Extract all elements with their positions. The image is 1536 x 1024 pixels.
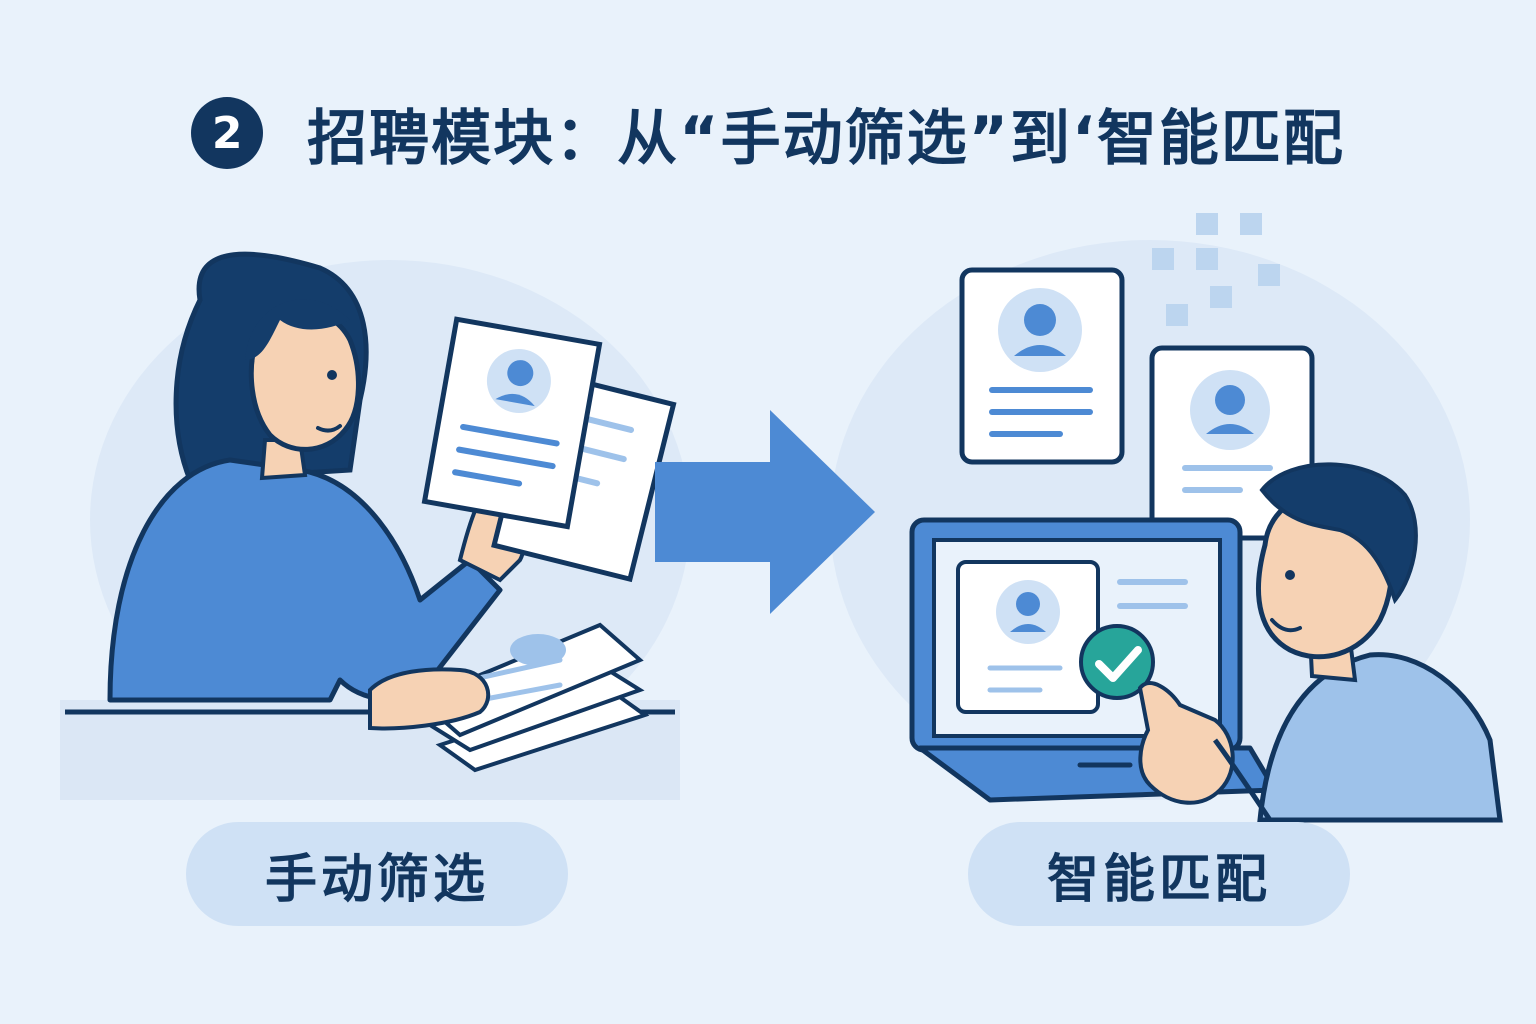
woman-figure <box>107 251 527 703</box>
step-number-badge: 2 <box>191 97 264 169</box>
avatar-icon <box>1215 385 1245 415</box>
manual-screening-label: 手动筛选 <box>186 822 568 926</box>
smart-matching-label: 智能匹配 <box>968 822 1350 926</box>
arrow-right-icon <box>655 410 875 614</box>
title-row: 2 招聘模块：从“手动筛选”到‘智能匹配 <box>0 88 1536 178</box>
man-figure <box>1137 462 1503 823</box>
woman-hand <box>368 667 491 731</box>
avatar-icon <box>1024 304 1056 336</box>
page-title: 招聘模块：从“手动筛选”到‘智能匹配 <box>307 103 1345 174</box>
avatar-icon <box>507 360 534 387</box>
avatar-icon <box>1016 592 1040 616</box>
decorative-pixels <box>1152 213 1280 326</box>
resume-card-top <box>959 267 1125 465</box>
checkmark-icon <box>1079 624 1155 700</box>
resume-card-front <box>421 316 603 530</box>
